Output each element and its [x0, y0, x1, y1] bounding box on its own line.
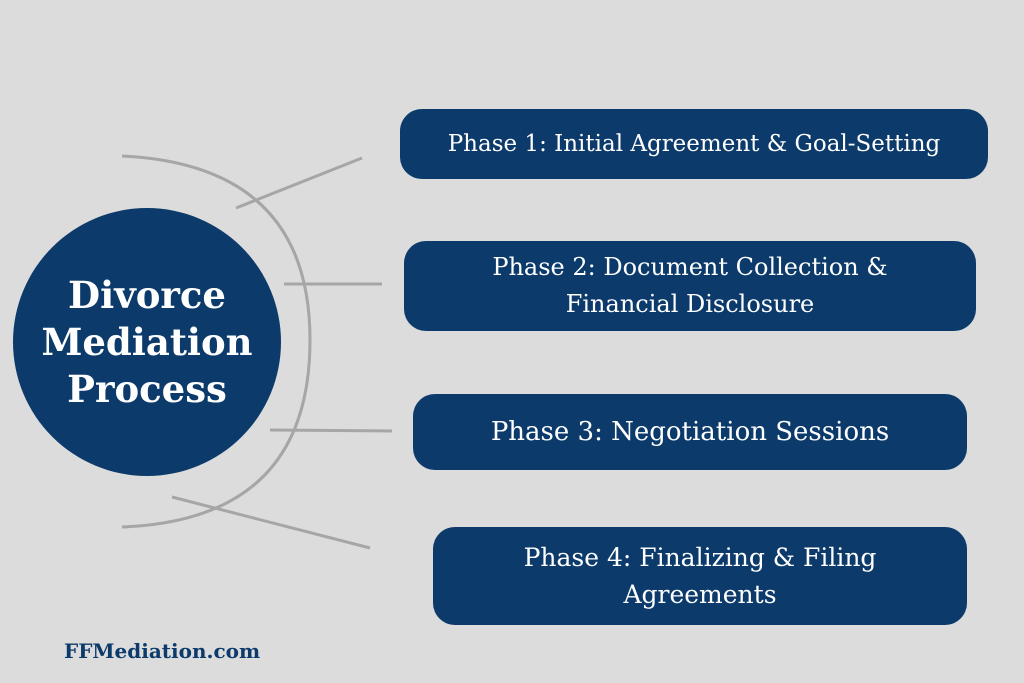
phase-4-label-line: Agreements [623, 580, 777, 609]
phase-1-label: Phase 1: Initial Agreement & Goal-Settin… [448, 126, 941, 163]
phase-2-label-line: Financial Disclosure [565, 290, 815, 318]
hub-title-line: Process [67, 366, 227, 411]
connector-phase-4 [171, 495, 371, 550]
phase-2-box: Phase 2: Document Collection & Financial… [404, 241, 976, 331]
phase-3-label: Phase 3: Negotiation Sessions [491, 414, 889, 451]
phase-4-label-line: Phase 4: Finalizing & Filing [523, 543, 877, 572]
phase-4-label: Phase 4: Finalizing & Filing Agreements [524, 539, 877, 613]
phase-3-label-line: Phase 3: Negotiation Sessions [490, 416, 890, 447]
phase-1-label-line: Phase 1: Initial Agreement & Goal-Settin… [447, 130, 941, 157]
hub-arc [121, 154, 312, 529]
phase-1-box: Phase 1: Initial Agreement & Goal-Settin… [400, 109, 988, 179]
connector-phase-3 [269, 428, 393, 433]
center-hub: Divorce Mediation Process [13, 208, 281, 476]
phase-2-label: Phase 2: Document Collection & Financial… [492, 249, 887, 323]
phase-3-box: Phase 3: Negotiation Sessions [413, 394, 967, 470]
phase-2-label-line: Phase 2: Document Collection & [492, 253, 888, 281]
connector-phase-1 [235, 156, 363, 210]
hub-title: Divorce Mediation Process [41, 272, 252, 413]
site-watermark: FFMediation.com [64, 639, 261, 663]
hub-title-line: Divorce [68, 272, 226, 317]
hub-title-line: Mediation [41, 319, 253, 364]
phase-4-box: Phase 4: Finalizing & Filing Agreements [433, 527, 967, 625]
